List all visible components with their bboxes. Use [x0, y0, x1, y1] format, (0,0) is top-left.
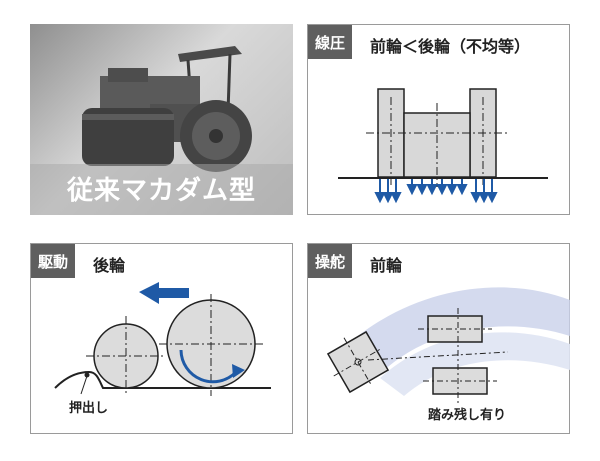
track-band-inner: [380, 332, 570, 396]
roller-photo: 従来マカダム型: [30, 24, 293, 215]
drive-title: 後輪: [93, 256, 126, 275]
roller-photo-image: [30, 46, 293, 215]
pressure-panel: 線圧 前輪＜後輪（不均等）: [307, 24, 570, 215]
pressure-diagram: [338, 88, 548, 204]
drive-diagram: [54, 282, 271, 396]
steer-panel: 操舵 前輪 踏み残し有り: [307, 243, 570, 434]
rotation-arrow: [179, 349, 238, 384]
front-roller-tilted: [326, 330, 390, 394]
direction-arrow: [139, 282, 189, 304]
pressure-arrows: [374, 179, 498, 204]
drive-tag: 駆動: [31, 244, 76, 278]
steer-diagram: [326, 287, 570, 404]
pressure-title: 前輪＜後輪（不均等）: [370, 37, 531, 56]
steer-tag: 操舵: [308, 244, 353, 278]
steer-title: 前輪: [370, 256, 403, 275]
photo-title: 従来マカダム型: [66, 176, 256, 206]
missed-area-label: 踏み残し有り: [428, 408, 507, 423]
pressure-tag: 線圧: [308, 25, 353, 59]
push-out-label: 押出し: [69, 401, 109, 416]
drive-panel: 駆動 後輪 押出し: [30, 243, 293, 434]
